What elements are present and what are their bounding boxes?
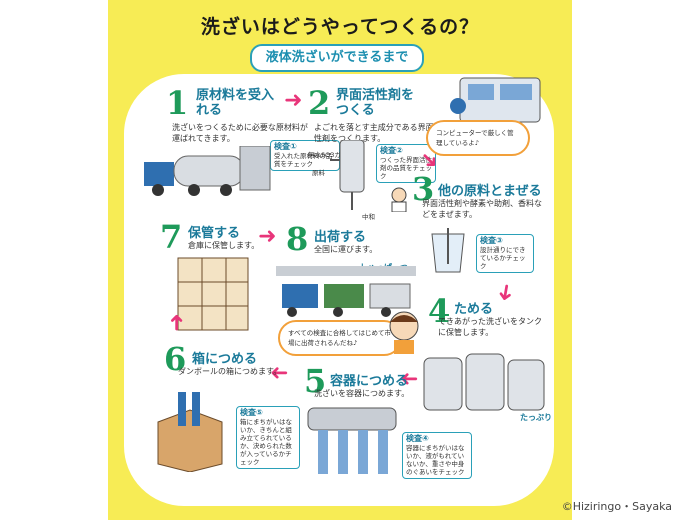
step-7-heading: 保管する — [188, 226, 241, 241]
control-speech-bubble: コンピューターで厳しく管理しているよ♪ — [426, 120, 530, 156]
inspector-2-icon — [391, 187, 407, 212]
arrow-1-to-2-icon: ➜ — [284, 88, 303, 113]
step-4-number: 4 — [428, 292, 451, 330]
step-6-heading: 箱につめる — [192, 352, 258, 367]
reactor-illustration — [330, 140, 365, 210]
step-8-number: 8 — [286, 220, 309, 258]
step-1-heading: 原材料を受入れる — [196, 88, 275, 118]
step-4-description: できあがった洗ざいをタンクに保管します。 — [438, 317, 542, 337]
check-2-box: 検査② つくった界面活性剤の品質をチェック — [376, 144, 436, 183]
check-2-text: つくった界面活性剤の品質をチェック — [380, 156, 432, 180]
storage-tanks-illustration — [423, 353, 545, 411]
inspection-speech-bubble: すべての検査に合格してはじめて市場に出荷されるんだね♪ — [278, 320, 402, 356]
step-1-description: 洗ざいをつくるために必要な原材料が運ばれてきます。 — [172, 123, 308, 143]
poster: 洗ざいはどうやってつくるの？ 液体洗ざいができるまで 1 原材料を受入れる 洗ざ… — [108, 0, 572, 520]
step-5-description: 洗ざいを容器につめます。 — [314, 389, 410, 398]
check-4-box: 検査④ 容器にまちがいはないか、液がもれていないか、重さや中身のぐあいをチェック — [402, 432, 472, 479]
arrow-7-to-8-icon: ➜ — [258, 224, 277, 249]
warehouse-rack-illustration — [177, 257, 249, 331]
cardboard-box-illustration — [157, 392, 223, 472]
step-8-description: 全国に運びます。 — [314, 245, 378, 254]
check-4-title: 検査④ — [406, 434, 429, 443]
arrow-6-to-7-icon: ➜ — [164, 313, 190, 332]
step-5-heading: 容器につめる — [330, 374, 409, 389]
step-2-number: 2 — [308, 84, 331, 122]
raw-label: 原料 — [312, 169, 325, 177]
child-character-icon — [389, 311, 419, 354]
step-8-heading: 出荷する — [314, 230, 367, 245]
mixing-tank-illustration — [431, 228, 465, 273]
check-4-text: 容器にまちがいはないか、液がもれていないか、重さや中身のぐあいをチェック — [406, 444, 465, 476]
copyright-text: ©Hiziringo・Sayaka — [561, 500, 672, 513]
check-3-text: 設計通りにできているかチェック — [480, 246, 526, 270]
delivery-trucks-illustration — [276, 266, 416, 317]
step-7-number: 7 — [160, 218, 183, 256]
tanker-truck-illustration — [144, 146, 271, 196]
step-6-description: ダンボールの箱につめます。 — [178, 367, 282, 376]
check-3-box: 検査③ 設計通りにできているかチェック — [476, 234, 534, 273]
check-3-title: 検査③ — [480, 236, 503, 245]
step-3-description: 界面活性剤や酵素や助剤、香料などをまぜます。 — [422, 199, 542, 219]
step-7-description: 倉庫に保管します。 — [188, 241, 260, 250]
check-1-title: 検査① — [274, 142, 297, 151]
poster-title: 洗ざいはどうやってつくるの？ — [200, 16, 480, 38]
check-1-text: 受入れた原材料の品質をチェック — [274, 152, 333, 168]
check-5-title: 検査⑤ — [240, 408, 263, 417]
step-6-number: 6 — [164, 340, 187, 378]
pour-sound-text: たっぷり — [520, 413, 552, 422]
step-1-number: 1 — [166, 84, 189, 122]
filling-machine-illustration — [307, 407, 397, 474]
step-2-heading: 界面活性剤をつくる — [336, 88, 415, 118]
step-2-description: よごれを落とす主成分である界面活性剤をつくります。 — [314, 123, 442, 143]
control-room-illustration — [450, 77, 541, 123]
check-5-box: 検査⑤ 箱にまちがいはないか、きちんと組み立てられているか、決められた数が入って… — [236, 406, 300, 469]
neutral-label: 中和 — [362, 213, 375, 221]
check-2-title: 検査② — [380, 146, 403, 155]
step-3-heading: 他の原料とまぜる — [438, 184, 542, 199]
poster-subtitle: 液体洗ざいができるまで — [250, 44, 424, 72]
step-4-heading: ためる — [454, 302, 494, 317]
step-3-number: 3 — [412, 170, 435, 208]
check-5-text: 箱にまちがいはないか、きちんと組み立てられているか、決められた数が入っているかチ… — [240, 418, 292, 466]
check-1-box: 検査① 受入れた原材料の品質をチェック — [270, 140, 340, 171]
gas-label: 無水SO3ガス — [308, 151, 348, 159]
step-5-number: 5 — [304, 362, 327, 400]
